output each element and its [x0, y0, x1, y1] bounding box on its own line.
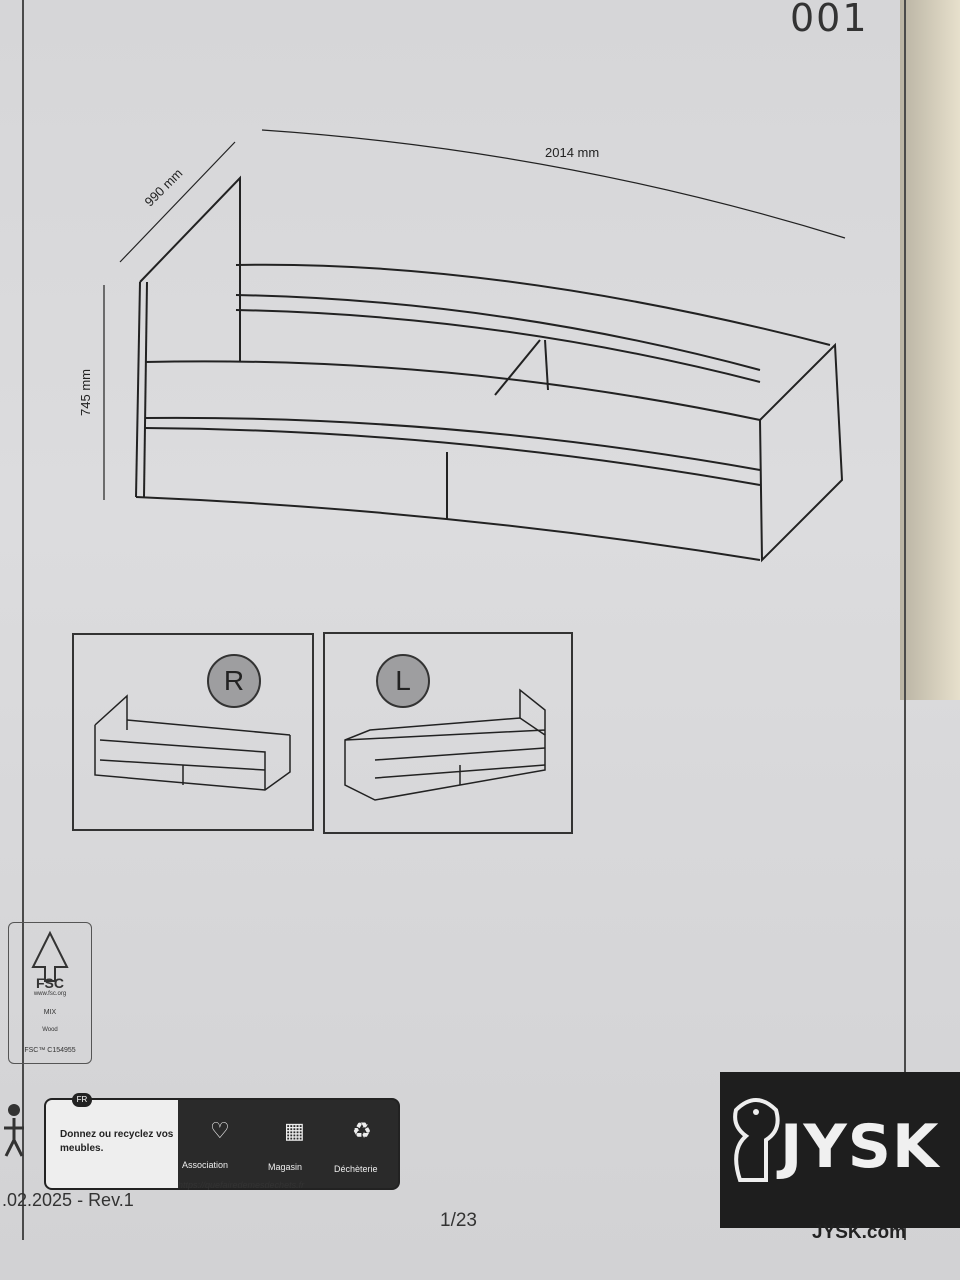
recycle-info-panel: Donnez ou recyclez vos meubles. Associat… [44, 1098, 400, 1190]
page-number: 1/23 [440, 1210, 477, 1231]
document-code: 001 [790, 0, 869, 40]
variant-r-badge: R [207, 654, 261, 708]
fr-badge: FR [72, 1093, 92, 1107]
jysk-url[interactable]: JYSK.com [812, 1222, 906, 1243]
jysk-logo: JYSK [720, 1072, 960, 1228]
fsc-mix: MIX [43, 1009, 57, 1016]
hand-heart-icon: ♡ [210, 1118, 230, 1143]
store-icon: ▦ [284, 1118, 305, 1143]
page-border [22, 0, 906, 1240]
height-label: 745 mm [77, 369, 93, 416]
jysk-bird-icon [733, 1098, 780, 1182]
option-magasin: Magasin [268, 1162, 303, 1172]
fsc-title: FSC [36, 975, 64, 991]
fsc-site: www.fsc.org [33, 991, 67, 997]
width-label: 2014 mm [545, 145, 600, 160]
recycling-person-icon [4, 1104, 24, 1157]
fsc-code: FSC™ C154955 [24, 1047, 76, 1054]
variant-panel-right [72, 633, 314, 831]
background-window [900, 0, 960, 700]
recycle-url[interactable]: https://quefairedemesdechets.fr [178, 1180, 305, 1190]
jysk-wordmark: JYSK [780, 1112, 940, 1182]
fsc-sub: Wood [42, 1027, 58, 1033]
variant-l-badge: L [376, 654, 430, 708]
option-decheterie: Déchèterie [334, 1164, 378, 1174]
recycle-bin-icon: ♻ [352, 1118, 372, 1143]
fsc-tree-icon [31, 930, 69, 982]
fsc-certification: FSC www.fsc.org MIX Wood FSC™ C154955 [8, 922, 92, 1064]
recycle-tagline: Donnez ou recyclez vos meubles. [60, 1129, 174, 1154]
option-association: Association [182, 1160, 229, 1170]
variant-panel-left [323, 632, 573, 834]
revision-date: .02.2025 - Rev.1 [2, 1190, 134, 1210]
